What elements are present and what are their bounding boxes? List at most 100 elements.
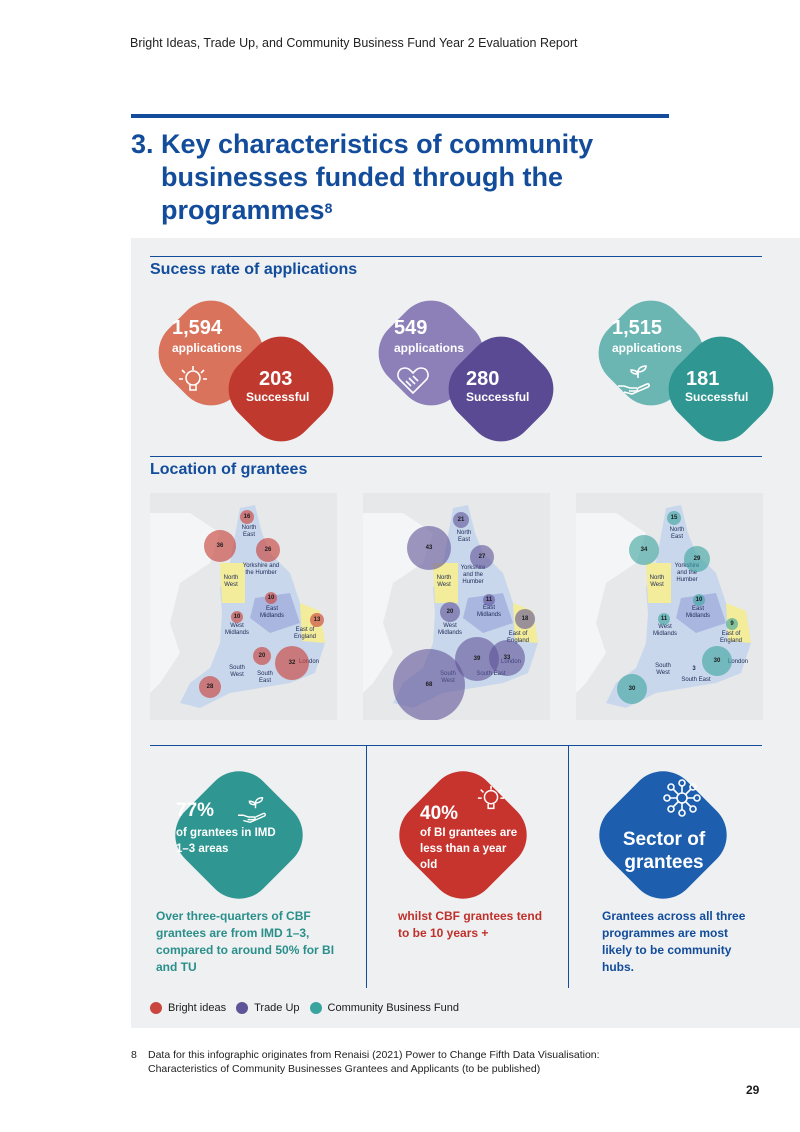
region-label-north-west: North West bbox=[223, 575, 239, 588]
region-label-west-midlands: West Midlands bbox=[224, 623, 249, 636]
bubble-london: 32 bbox=[275, 646, 309, 680]
fact-imd-big: 77% bbox=[176, 800, 215, 821]
hand-plant-icon bbox=[236, 796, 268, 829]
bubble-north-east: 16 bbox=[240, 510, 254, 524]
region-label-west-midlands: West Midlands bbox=[437, 623, 462, 636]
map-bright-ideas: North East Yorkshire and the Humber Nort… bbox=[150, 493, 337, 720]
facts-divider-2 bbox=[568, 745, 569, 988]
successful-label: Successful bbox=[685, 390, 749, 404]
footnote-number: 8 bbox=[131, 1049, 137, 1061]
bubble-south-west: 28 bbox=[199, 676, 221, 698]
success-community-business-fund: 1,515 applications 181 Successful bbox=[584, 286, 800, 456]
region-label-london: London bbox=[298, 659, 320, 665]
region-label-north-east: North East bbox=[669, 527, 685, 540]
bubble-east-of-england: 18 bbox=[515, 609, 535, 629]
lightbulb-icon bbox=[476, 784, 506, 819]
bubble-south-west: 30 bbox=[617, 674, 647, 704]
successful-label: Successful bbox=[466, 390, 530, 404]
lightbulb-icon bbox=[177, 364, 209, 401]
hand-plant-icon bbox=[616, 364, 652, 401]
bubble-yorkshire: 26 bbox=[256, 538, 280, 562]
title-rule bbox=[131, 114, 669, 118]
applications-count: 1,515 bbox=[612, 317, 663, 339]
bubble-south-east: 20 bbox=[253, 647, 271, 665]
facts-divider-1 bbox=[366, 745, 367, 988]
heading-line-3: programmes bbox=[161, 195, 325, 225]
legend-label-community-business-fund: Community Business Fund bbox=[327, 1002, 459, 1014]
successful-label: Successful bbox=[246, 390, 310, 404]
bubble-north-west: 34 bbox=[629, 535, 659, 565]
heading-line-2: businesses funded through the bbox=[161, 162, 564, 192]
region-label-west-midlands: West Midlands bbox=[652, 624, 677, 637]
fact-age-big: 40% bbox=[420, 803, 459, 824]
applications-count: 1,594 bbox=[172, 317, 223, 339]
bubble-east-midlands: 11 bbox=[483, 594, 495, 606]
bubble-london: 33 bbox=[489, 640, 525, 676]
bubble-yorkshire: 29 bbox=[684, 546, 710, 572]
region-label-east-of-england: East of England bbox=[293, 627, 317, 640]
fact-imd-text: Over three-quarters of CBF grantees are … bbox=[156, 909, 335, 974]
region-label-east-midlands: East Midlands bbox=[685, 606, 710, 619]
region-label-east-of-england: East of England bbox=[719, 631, 743, 644]
legend-label-trade-up: Trade Up bbox=[254, 1002, 300, 1014]
region-label-south-east: South East bbox=[257, 671, 273, 684]
applications-label: applications bbox=[394, 341, 465, 355]
bubble-north-east: 21 bbox=[453, 512, 469, 528]
section-heading: 3.Key characteristics of community busin… bbox=[131, 128, 651, 227]
region-label-north-east: North East bbox=[456, 530, 472, 543]
page-number: 29 bbox=[746, 1083, 760, 1097]
bubble-west-midlands: 20 bbox=[440, 602, 460, 622]
bubble-south-west: 68 bbox=[393, 649, 465, 720]
map-community-business-fund: North East Yorkshire and the Humber Nort… bbox=[576, 493, 763, 720]
facts-rule bbox=[150, 745, 762, 746]
bubble-london: 30 bbox=[702, 646, 732, 676]
region-label-east-midlands: East Midlands bbox=[476, 605, 501, 618]
network-icon bbox=[662, 778, 702, 823]
applications-count: 549 bbox=[394, 317, 428, 339]
bubble-east-midlands: 10 bbox=[693, 594, 705, 606]
success-bright-ideas: 1,594 applications 203 Successful bbox=[144, 286, 360, 456]
heart-handshake-icon bbox=[396, 364, 430, 401]
bubble-north-west: 43 bbox=[407, 526, 451, 570]
fact-age-text: whilst CBF grantees tend to be 10 years … bbox=[398, 909, 543, 940]
section-number: 3. bbox=[131, 129, 154, 159]
region-label-north-west: North West bbox=[436, 575, 452, 588]
bubble-north-east: 15 bbox=[667, 511, 681, 525]
bubble-east-of-england: 13 bbox=[310, 613, 324, 627]
region-label-east-midlands: East Midlands bbox=[259, 606, 284, 619]
region-label-london: London bbox=[727, 659, 749, 665]
legend-swatch-bright-ideas bbox=[150, 1002, 162, 1014]
legend-swatch-trade-up bbox=[236, 1002, 249, 1014]
legend-label-bright-ideas: Bright ideas bbox=[168, 1002, 227, 1014]
footnote-ref: 8 bbox=[324, 200, 333, 216]
success-rule bbox=[150, 256, 762, 257]
region-label-yorkshire: Yorkshire and the Humber bbox=[460, 565, 486, 585]
bubble-west-midlands: 10 bbox=[231, 611, 243, 623]
bubble-east-midlands: 10 bbox=[265, 592, 277, 604]
running-header: Bright Ideas, Trade Up, and Community Bu… bbox=[130, 36, 578, 50]
bubble-west-midlands: 11 bbox=[658, 613, 670, 625]
applications-label: applications bbox=[612, 341, 683, 355]
applications-label: applications bbox=[172, 341, 243, 355]
success-title: Sucess rate of applications bbox=[150, 261, 358, 278]
bubble-north-west: 36 bbox=[204, 530, 236, 562]
fact-sector-big: Sector of grantees bbox=[622, 829, 706, 873]
fact-age-small: of BI grantees are less than a year old bbox=[420, 827, 518, 871]
region-label-north-west: North West bbox=[649, 575, 665, 588]
region-label-yorkshire: Yorkshire and the Humber bbox=[242, 563, 280, 576]
location-rule bbox=[150, 456, 762, 457]
bubble-yorkshire: 27 bbox=[470, 545, 494, 569]
region-label-south-east: South East bbox=[681, 677, 711, 683]
legend: Bright ideas Trade Up Community Business… bbox=[150, 1002, 459, 1014]
region-label-east-of-england: East of England bbox=[506, 631, 530, 644]
map-trade-up: North East Yorkshire and the Humber Nort… bbox=[363, 493, 550, 720]
location-title: Location of grantees bbox=[150, 461, 308, 478]
successful-count: 181 bbox=[686, 368, 720, 390]
footnote-text: Data for this infographic originates fro… bbox=[148, 1049, 600, 1075]
successful-count: 203 bbox=[259, 368, 293, 390]
value-south-east: 3 bbox=[692, 666, 696, 672]
successful-count: 280 bbox=[466, 368, 500, 390]
fact-imd-small: of grantees in IMD 1–3 areas bbox=[176, 827, 276, 855]
region-label-south-west: South West bbox=[655, 663, 671, 676]
heading-line-1: Key characteristics of community bbox=[161, 129, 594, 159]
